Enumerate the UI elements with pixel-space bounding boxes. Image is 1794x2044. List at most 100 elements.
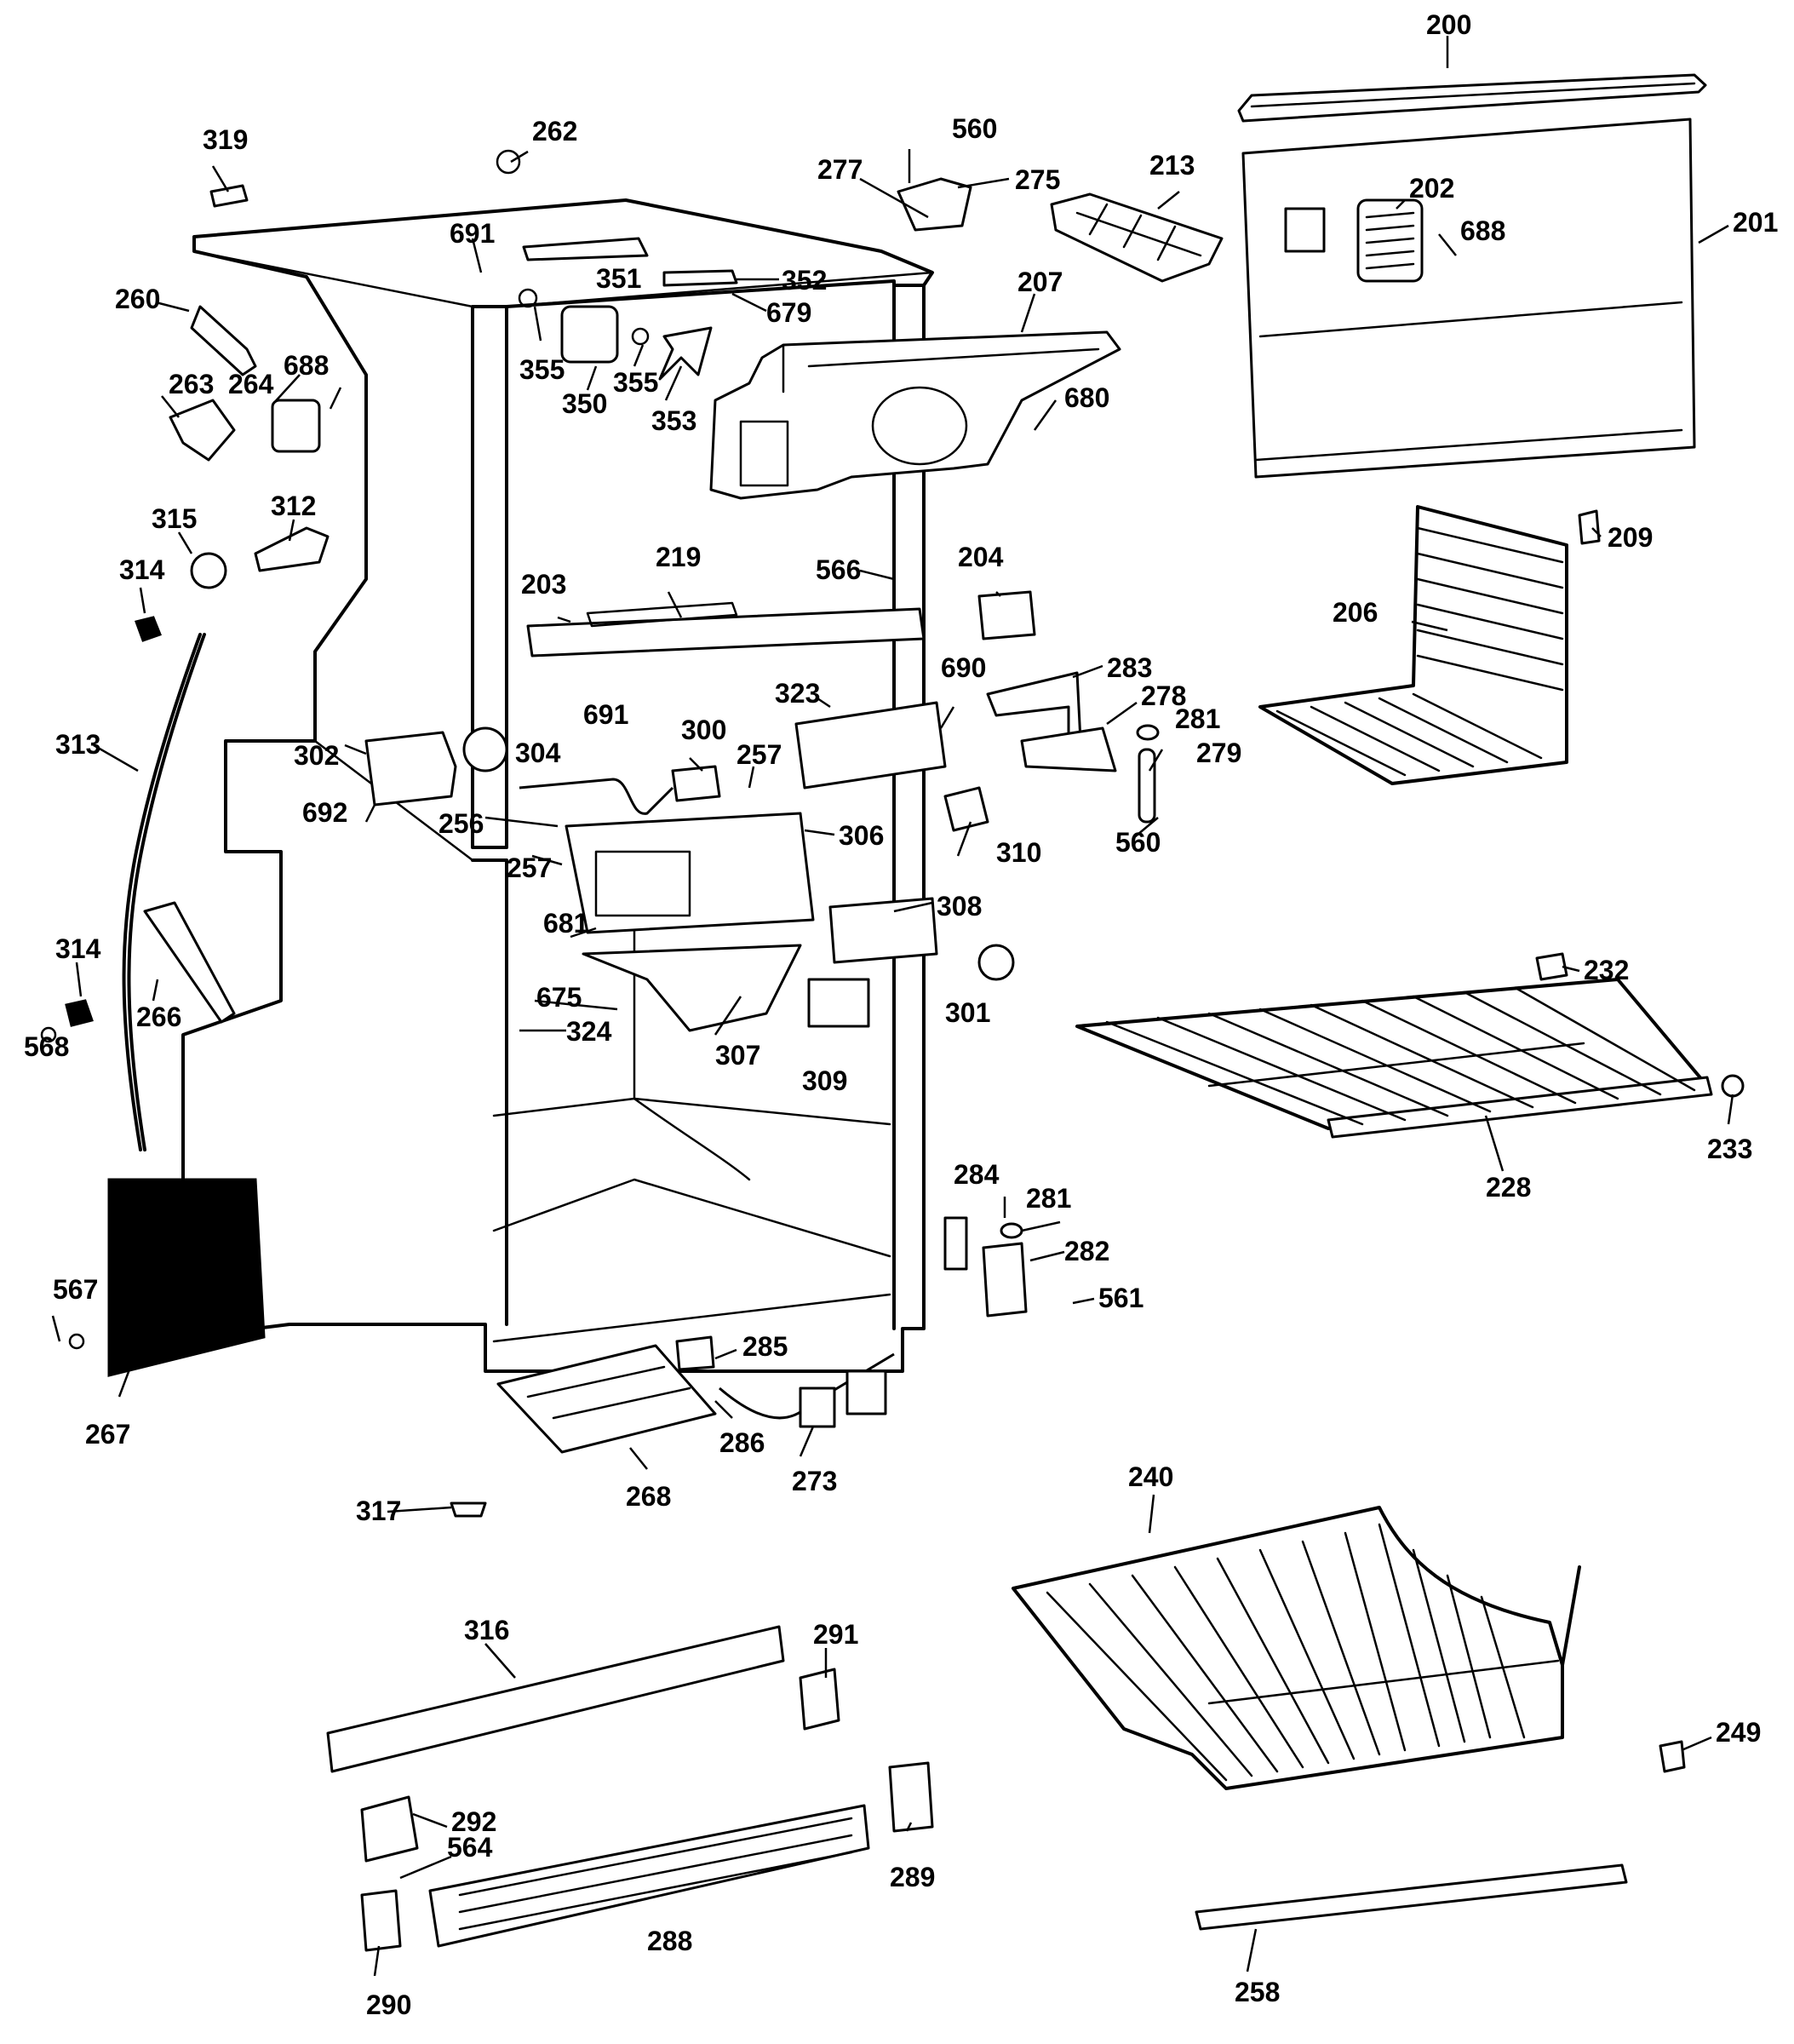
label-308: 308: [937, 891, 982, 922]
fitting-315: [190, 552, 227, 589]
bracket-289: [888, 1761, 934, 1833]
plug-273-b: [845, 1369, 887, 1415]
label-692: 692: [302, 797, 347, 828]
drain-pan-268: [496, 1344, 717, 1454]
label-688-b: 688: [1460, 215, 1505, 246]
label-283: 283: [1107, 652, 1152, 683]
label-351: 351: [596, 263, 641, 294]
label-679: 679: [766, 297, 811, 328]
plug-262: [496, 149, 521, 175]
label-350: 350: [562, 388, 607, 419]
label-681: 681: [543, 908, 588, 939]
label-290: 290: [366, 1989, 411, 2020]
label-315: 315: [152, 503, 197, 534]
bracket-308: [828, 897, 938, 964]
label-302: 302: [294, 740, 339, 771]
label-324: 324: [566, 1016, 612, 1047]
label-275: 275: [1015, 164, 1060, 195]
label-262: 262: [532, 116, 577, 146]
bracket-352: [662, 269, 738, 287]
bracket-249: [1659, 1740, 1686, 1773]
label-278: 278: [1141, 680, 1186, 711]
housing-264: [271, 399, 321, 453]
label-301: 301: [945, 997, 990, 1028]
evaporator-cover-207: [709, 330, 1121, 500]
label-206: 206: [1333, 597, 1378, 628]
label-200: 200: [1426, 9, 1471, 40]
rail-316: [326, 1625, 785, 1773]
pin-279: [1138, 748, 1156, 824]
label-560-b: 560: [1115, 827, 1161, 858]
label-249: 249: [1716, 1717, 1761, 1748]
clip-291: [799, 1668, 840, 1731]
washer-281-lower: [1000, 1222, 1023, 1239]
control-housing-302: [364, 731, 457, 807]
label-292: 292: [451, 1806, 496, 1837]
label-207: 207: [1017, 267, 1063, 297]
bracket-232: [1535, 952, 1568, 981]
label-273: 273: [792, 1466, 837, 1496]
clip-314-lower: [65, 999, 94, 1027]
freezer-door-assembly: [1237, 73, 1707, 479]
label-282: 282: [1064, 1236, 1109, 1266]
label-288: 288: [647, 1926, 692, 1956]
label-688-a: 688: [284, 350, 329, 381]
label-286: 286: [719, 1427, 765, 1458]
fan-blade-353: [658, 326, 713, 381]
label-213: 213: [1149, 150, 1195, 181]
cover-309: [807, 978, 870, 1028]
label-307: 307: [715, 1040, 760, 1071]
label-316: 316: [464, 1615, 509, 1645]
valve-263: [169, 399, 236, 462]
label-675: 675: [536, 982, 582, 1013]
refrigerator-shelf-228: [1075, 978, 1713, 1139]
label-277: 277: [817, 154, 863, 185]
label-314-a: 314: [119, 554, 165, 585]
label-202: 202: [1409, 173, 1454, 204]
label-568: 568: [24, 1031, 69, 1062]
connector-285: [675, 1335, 715, 1371]
label-268: 268: [626, 1481, 671, 1512]
label-314-b: 314: [55, 933, 101, 964]
label-263: 263: [169, 369, 214, 399]
rail-258: [1195, 1863, 1628, 1931]
label-267: 267: [85, 1419, 130, 1450]
fan-motor-350: [560, 305, 619, 364]
label-284: 284: [954, 1159, 1000, 1190]
washer-281-upper: [1136, 724, 1160, 741]
label-319: 319: [203, 124, 248, 155]
cap-233: [1721, 1074, 1745, 1098]
mullion-203: [526, 607, 926, 657]
label-240: 240: [1128, 1461, 1173, 1492]
freezer-door-201: [1241, 118, 1696, 479]
insulation-267: [107, 1178, 266, 1377]
label-289: 289: [890, 1862, 935, 1892]
control-knob-304: [462, 726, 508, 772]
label-228: 228: [1486, 1172, 1531, 1203]
label-310: 310: [996, 837, 1041, 868]
label-312: 312: [271, 491, 316, 521]
label-279: 279: [1196, 738, 1241, 768]
label-264: 264: [228, 369, 274, 399]
clip-314-upper: [135, 616, 162, 642]
ice-tray-213: [1050, 192, 1224, 283]
label-352: 352: [782, 265, 827, 296]
label-566: 566: [816, 554, 861, 585]
label-257-b: 257: [507, 853, 552, 883]
drain-tube-313: [122, 633, 202, 1151]
heater-219: [586, 601, 738, 628]
hinge-282: [982, 1242, 1028, 1318]
label-317: 317: [356, 1496, 401, 1526]
label-561: 561: [1098, 1283, 1143, 1313]
hinge-278: [1020, 726, 1117, 772]
label-353: 353: [651, 405, 696, 436]
bracket-351: [522, 237, 649, 261]
label-291: 291: [813, 1619, 858, 1650]
label-355-b: 355: [613, 367, 658, 398]
stop-209: [1578, 509, 1601, 545]
lamp-socket-310: [943, 786, 989, 832]
label-690: 690: [941, 652, 986, 683]
clip-290: [360, 1889, 402, 1952]
label-560-a: 560: [952, 113, 997, 144]
